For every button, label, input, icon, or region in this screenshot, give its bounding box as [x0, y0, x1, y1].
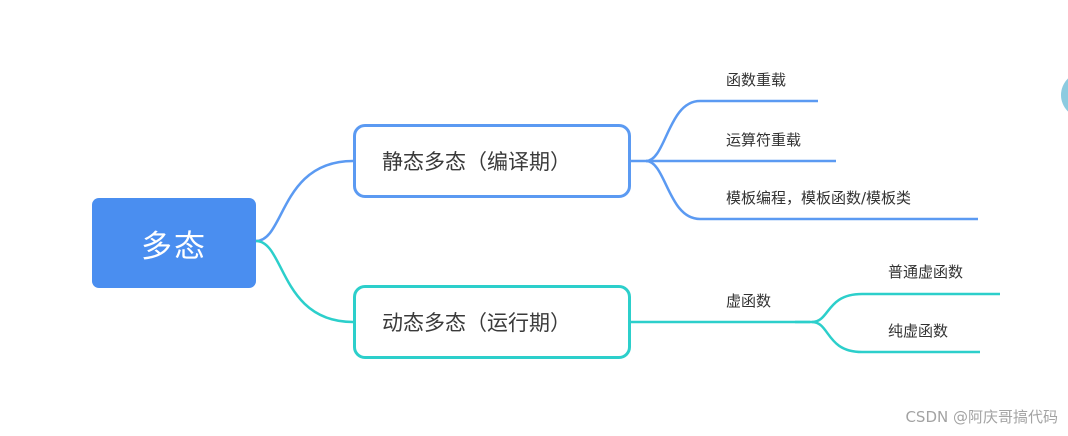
root-node[interactable]: 多态 — [92, 198, 256, 288]
branch-dynamic-polymorphism[interactable]: 动态多态（运行期） — [353, 285, 631, 359]
branch-static-polymorphism[interactable]: 静态多态（编译期） — [353, 124, 631, 198]
connector-static-template — [645, 159, 978, 221]
leaf-pure-virtual-function[interactable]: 纯虚函数 — [888, 322, 949, 340]
leaf-normal-virtual-function[interactable]: 普通虚函数 — [888, 263, 964, 281]
leaf-operator-overload[interactable]: 运算符重载 — [726, 131, 802, 149]
leaf-virtual-function[interactable]: 虚函数 — [726, 292, 772, 310]
partial-circle-decoration — [1061, 72, 1068, 118]
connector-virtual-normal — [795, 292, 1000, 324]
leaf-function-overload[interactable]: 函数重载 — [726, 71, 787, 89]
connector-virtual-pure — [811, 320, 980, 354]
watermark-text: CSDN @阿庆哥搞代码 — [905, 408, 1058, 426]
connector-root-static — [255, 159, 354, 243]
leaf-template-programming[interactable]: 模板编程，模板函数/模板类 — [726, 189, 912, 207]
connector-root-dynamic — [255, 239, 354, 324]
